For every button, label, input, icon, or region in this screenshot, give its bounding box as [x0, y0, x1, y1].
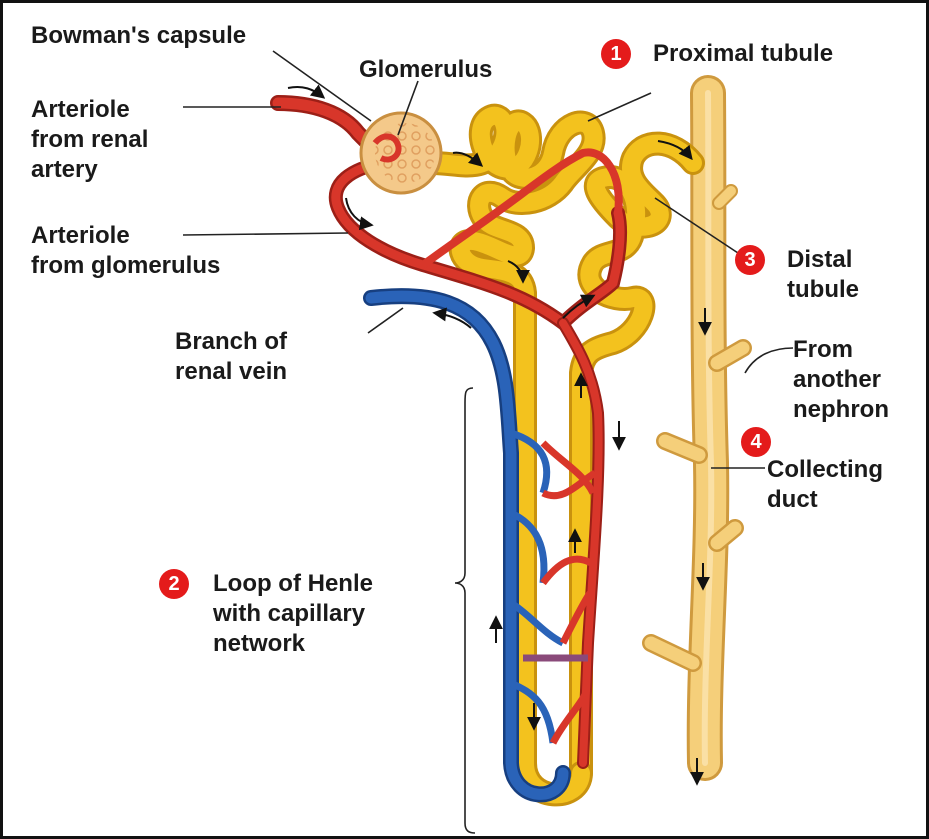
badge-proximal-tubule: 1 — [601, 39, 631, 69]
label-arteriole-glomerulus-1: Arteriole — [31, 221, 130, 251]
badge-distal-tubule: 3 — [735, 245, 765, 275]
label-proximal-tubule: Proximal tubule — [653, 39, 833, 69]
label-arteriole-renal-artery-2: from renal — [31, 125, 148, 155]
badge-loop-of-henle: 2 — [159, 569, 189, 599]
label-bowmans-capsule: Bowman's capsule — [31, 21, 246, 51]
label-distal-tubule-2: tubule — [787, 275, 859, 305]
label-loop-of-henle-1: Loop of Henle — [213, 569, 373, 599]
label-loop-of-henle-2: with capillary — [213, 599, 365, 629]
collecting-duct — [651, 93, 743, 763]
label-glomerulus: Glomerulus — [359, 55, 492, 85]
label-from-another-nephron-2: another — [793, 365, 881, 395]
arteriole-network — [278, 103, 620, 763]
badge-collecting-duct: 4 — [741, 427, 771, 457]
label-collecting-duct-2: duct — [767, 485, 818, 515]
label-from-another-nephron-1: From — [793, 335, 853, 365]
label-branch-renal-vein-2: renal vein — [175, 357, 287, 387]
label-distal-tubule-1: Distal — [787, 245, 852, 275]
label-loop-of-henle-3: network — [213, 629, 305, 659]
label-arteriole-glomerulus-2: from glomerulus — [31, 251, 220, 281]
label-arteriole-renal-artery-3: artery — [31, 155, 98, 185]
label-branch-renal-vein-1: Branch of — [175, 327, 287, 357]
label-from-another-nephron-3: nephron — [793, 395, 889, 425]
label-arteriole-renal-artery-1: Arteriole — [31, 95, 130, 125]
label-collecting-duct-1: Collecting — [767, 455, 883, 485]
